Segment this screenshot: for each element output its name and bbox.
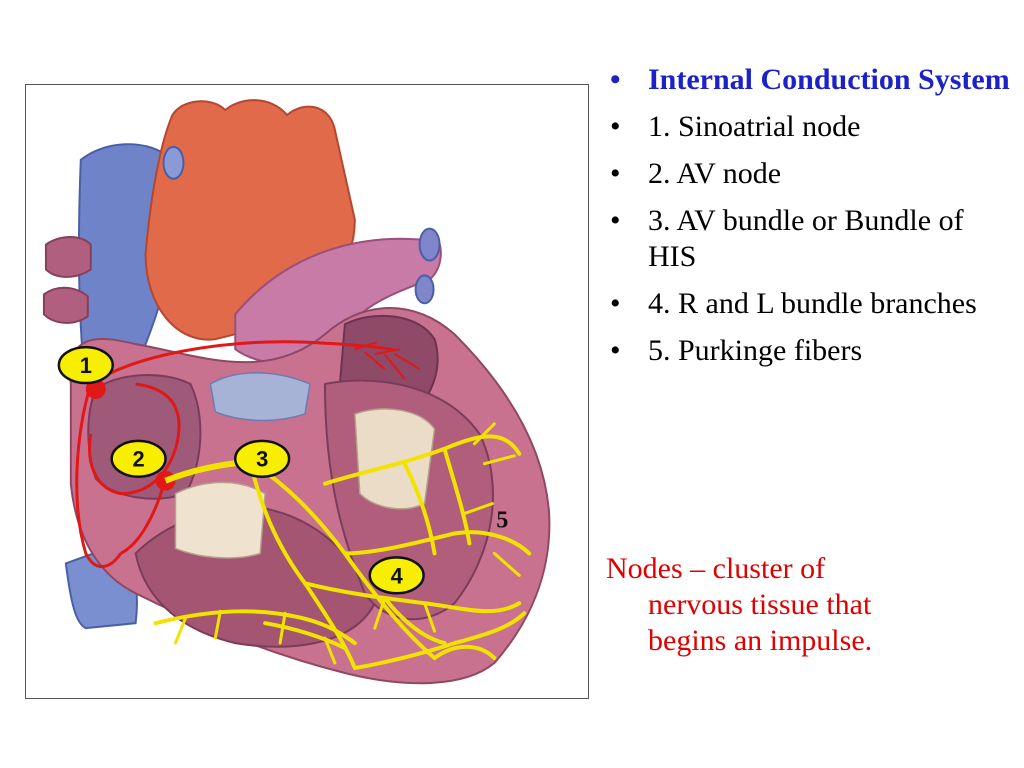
note-line-2: nervous tissue that — [648, 588, 872, 621]
note-line-3: begins an impulse. — [648, 624, 873, 657]
bullet-text: 4. R and L bundle branches — [648, 287, 977, 320]
heart-diagram: 1 2 3 4 5 — [42, 99, 551, 685]
marker-1: 1 — [57, 345, 114, 385]
bullet-item: • 3. AV bundle or Bundle of HIS — [606, 203, 1016, 275]
bullet-item: • 1. Sinoatrial node — [606, 109, 1016, 145]
marker-3-label: 3 — [256, 447, 268, 472]
heart-valve — [209, 372, 311, 422]
marker-2: 2 — [110, 439, 167, 478]
bullet-heading: • Internal Conduction System — [606, 62, 1016, 98]
bullet-dot: • — [610, 204, 621, 237]
bullet-text: 2. AV node — [648, 157, 782, 190]
bullet-item: • 2. AV node — [606, 156, 1016, 192]
nodes-definition-note: Nodes – cluster of nervous tissue that b… — [606, 551, 1016, 659]
sa-node — [85, 379, 106, 399]
bullet-text: Internal Conduction System — [648, 63, 1010, 96]
conduction-branch — [354, 341, 421, 380]
purkinje-branch — [173, 422, 521, 665]
bullet-item: • 5. Purkinge fibers — [606, 333, 1016, 369]
bullet-dot: • — [610, 157, 621, 190]
bullet-dot: • — [610, 287, 621, 320]
marker-3: 3 — [234, 439, 291, 478]
pulmonary-vein — [418, 227, 441, 262]
note-line-1: Nodes – cluster of — [606, 552, 826, 585]
marker-2-label: 2 — [133, 447, 145, 472]
marker-5-label: 5 — [496, 508, 508, 534]
heart-valve — [354, 408, 436, 510]
bullet-dot: • — [610, 110, 621, 143]
bullet-dot: • — [610, 63, 621, 96]
left-vessels — [42, 236, 92, 324]
marker-1-label: 1 — [80, 353, 92, 378]
heart-valve — [174, 481, 266, 559]
bullet-list: • Internal Conduction System • 1. Sinoat… — [606, 62, 1016, 380]
bullet-text: 1. Sinoatrial node — [648, 110, 861, 143]
bullet-dot: • — [610, 334, 621, 367]
bullet-text: 5. Purkinge fibers — [648, 334, 863, 367]
bullet-item: • 4. R and L bundle branches — [606, 286, 1016, 322]
marker-4-label: 4 — [391, 563, 404, 588]
heart-diagram-frame: 1 2 3 4 5 — [25, 84, 589, 699]
marker-4: 4 — [368, 556, 425, 595]
bullet-text: 3. AV bundle or Bundle of HIS — [648, 204, 964, 273]
pulmonary-vein — [162, 145, 185, 180]
right-atrium — [87, 374, 202, 500]
pulmonary-vein — [414, 274, 435, 305]
